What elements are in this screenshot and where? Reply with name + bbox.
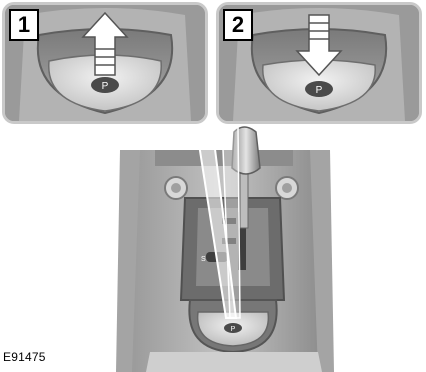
figure-reference: E91475: [3, 350, 46, 364]
svg-text:P: P: [231, 326, 236, 333]
svg-text:S: S: [201, 256, 206, 263]
